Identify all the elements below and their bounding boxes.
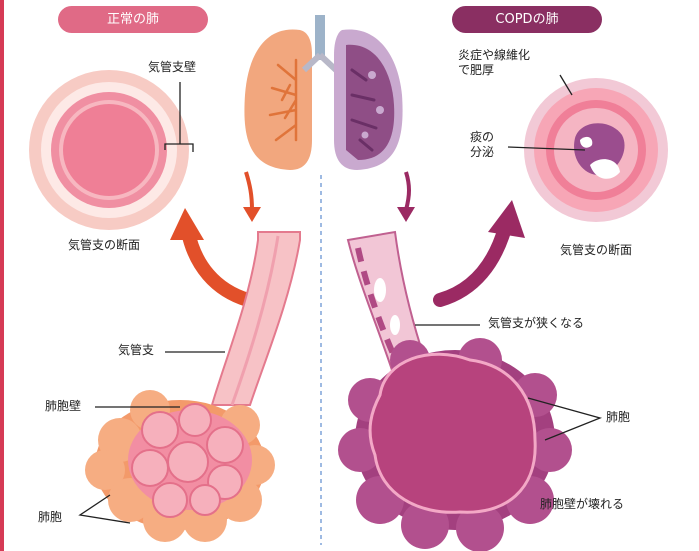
label-bronchial-wall: 気管支壁 xyxy=(148,60,196,75)
label-bronchus-cross-section-right: 気管支の断面 xyxy=(560,243,632,258)
label-alveolar-wall: 肺胞壁 xyxy=(45,399,81,414)
header-copd-lung: COPDの肺 xyxy=(452,6,602,33)
label-alveoli-right: 肺胞 xyxy=(606,410,630,425)
copd-bronchus-cross-section xyxy=(524,78,668,222)
label-alveoli-left: 肺胞 xyxy=(38,510,62,525)
label-bronchus-cross-section-left: 気管支の断面 xyxy=(68,238,140,253)
copd-arrow xyxy=(440,228,505,300)
header-normal-lung: 正常の肺 xyxy=(58,6,208,33)
label-bronchus-narrowing: 気管支が狭くなる xyxy=(488,316,584,331)
label-sputum-secretion: 痰の 分泌 xyxy=(470,130,494,160)
normal-alveoli-cluster xyxy=(85,390,275,542)
label-alveolar-wall-broken: 肺胞壁が壊れる xyxy=(540,497,624,512)
copd-lung-icon xyxy=(334,29,403,170)
label-bronchus: 気管支 xyxy=(118,343,154,358)
copd-alveoli-cluster xyxy=(338,338,572,551)
normal-lung-icon xyxy=(244,15,336,170)
normal-down-arrow xyxy=(246,172,252,210)
copd-down-arrow xyxy=(406,172,409,210)
normal-bronchus-tube xyxy=(212,232,300,405)
normal-arrow xyxy=(188,232,248,300)
label-inflammation-thickening: 炎症や線維化 で肥厚 xyxy=(458,48,530,78)
